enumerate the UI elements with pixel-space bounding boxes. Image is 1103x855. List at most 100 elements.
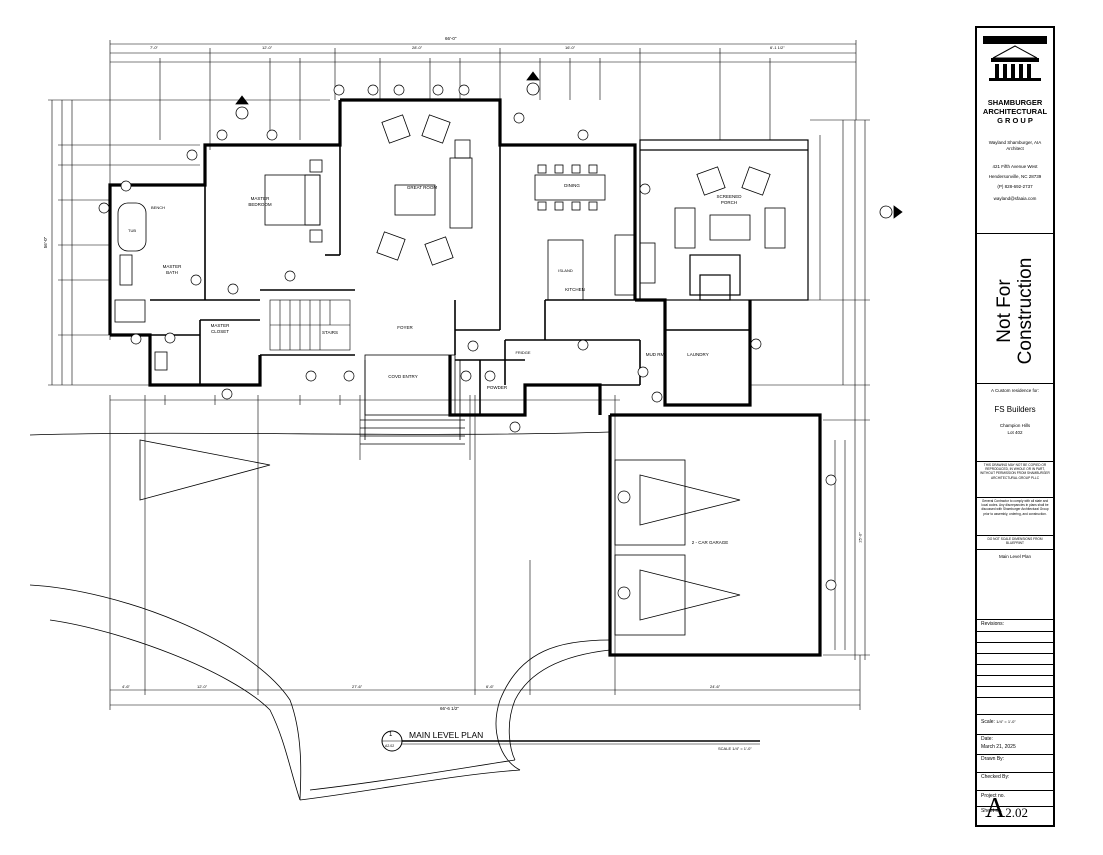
- dim-bottom-seg-3: 27'-6": [352, 684, 363, 689]
- scale-value: 1/4" = 1'-0": [996, 719, 1016, 724]
- sheet-number-letter: A: [985, 793, 1006, 824]
- dim-top-seg-3: 28'-0": [412, 45, 423, 50]
- room-label-master-bath: MASTER BATH: [162, 264, 182, 275]
- room-label-dining: DINING: [564, 183, 580, 188]
- firm-name: SHAMBURGER ARCHITECTURAL G R O U P: [977, 98, 1053, 125]
- firm-logo: [983, 36, 1047, 81]
- revisions-label: Revisions:: [981, 621, 1005, 627]
- dim-overall-top: 66'-0": [445, 36, 457, 41]
- title-block: SHAMBURGER ARCHITECTURAL G R O U P Wayla…: [975, 26, 1055, 827]
- room-label-fridge: FRIDGE: [515, 350, 531, 355]
- room-label-laundry: LAUNDRY: [687, 352, 709, 357]
- room-label-island: ISLAND: [558, 268, 573, 273]
- dim-bottom-seg-1: 4'-6": [122, 684, 130, 689]
- dim-top-seg-1: 7'-0": [150, 45, 158, 50]
- firm-line-2: ARCHITECTURAL: [982, 107, 1048, 116]
- bottom-dimension-lines: [109, 395, 861, 710]
- great-room-furniture: [376, 114, 473, 266]
- driveway: [29, 431, 611, 801]
- firm-line-3: G R O U P: [997, 116, 1033, 125]
- room-label-kitchen: KITCHEN: [565, 287, 585, 292]
- room-label-screened-porch: SCREENED PORCH: [716, 194, 742, 205]
- drawing-scale-note: SCALE 1/4" = 1'-0": [718, 746, 752, 751]
- dim-top-seg-5: 6'-1 1/2": [770, 45, 785, 50]
- scale-warning-cell: DO NOT SCALE DIMENSIONS FROM BLUEPRINT: [977, 535, 1053, 550]
- dim-top-seg-4: 16'-0": [565, 45, 576, 50]
- dim-top-seg-2: 12'-0": [262, 45, 273, 50]
- title-block-header: [977, 28, 1053, 234]
- room-label-covd-entry: COVD ENTRY: [388, 374, 418, 379]
- drawing-callout-number: 1: [389, 732, 393, 738]
- bedroom-furniture: [264, 159, 323, 243]
- architect-title: Architect: [1006, 146, 1024, 151]
- dim-bottom-seg-2: 12'-0": [197, 684, 208, 689]
- room-label-tub: TUB: [128, 228, 136, 233]
- tag-circles: [98, 84, 837, 600]
- checked-by-cell: Checked By:: [977, 772, 1053, 791]
- dim-overall-bottom: 66'-6 1/2": [440, 706, 459, 711]
- project-no-label: Project no.: [981, 793, 1005, 799]
- architect-name: Wayland Shamburger, AIA: [988, 140, 1042, 145]
- entry-steps: [360, 354, 465, 445]
- dim-bottom-seg-4: 6'-6": [486, 684, 494, 689]
- left-dimension-lines: [48, 99, 330, 386]
- drawing-title-callout: [381, 730, 760, 752]
- sheet-no-cell: Sheet no.: [977, 806, 1053, 825]
- floor-plan-drawing: [29, 40, 903, 801]
- copyright-note: THIS DRAWING MAY NOT BE COPIED OR REPROD…: [980, 463, 1050, 480]
- scale-row: Scale: 1/4" = 1'-0": [981, 719, 1016, 725]
- porch-furniture: [674, 166, 786, 249]
- drawn-by-label: Drawn By:: [981, 756, 1005, 762]
- firm-address-1: 421 Fifth Avenue West: [992, 164, 1038, 169]
- dim-garage-right: 25'-0": [857, 532, 863, 543]
- firm-email: wayland@sfaaia.com: [993, 196, 1037, 201]
- status-text: Not For Construction: [994, 236, 1036, 386]
- dining-kitchen-fixtures: [534, 164, 656, 301]
- section-markers: [235, 71, 903, 219]
- garage-cars: [139, 439, 741, 636]
- client-cell: A Custom residence for: FS Builders Cham…: [977, 383, 1053, 462]
- dim-bottom-seg-5: 24'-6": [710, 684, 721, 689]
- sheet-no-label: Sheet no.: [981, 808, 1003, 814]
- project-no-cell: Project no.: [977, 790, 1053, 807]
- sheet-number: A2.02: [985, 793, 1028, 825]
- contractor-cell: General Contractor to comply with all st…: [977, 497, 1053, 536]
- drawing-title: MAIN LEVEL PLAN: [409, 730, 484, 740]
- status-line-1: Not For: [994, 279, 1015, 343]
- bath-fixtures: [114, 202, 168, 371]
- residence-for: A Custom residence for:: [990, 388, 1040, 393]
- date-value: March 21, 2025: [981, 744, 1016, 750]
- sheet-number-digits: 2.02: [1005, 805, 1028, 820]
- stairs-treads: [269, 299, 351, 351]
- client-name: FS Builders: [994, 405, 1036, 414]
- scale-cell: Scale: 1/4" = 1'-0": [977, 714, 1053, 735]
- copyright-cell: THIS DRAWING MAY NOT BE COPIED OR REPROD…: [977, 461, 1053, 498]
- architect-info: Wayland Shamburger, AIA Architect 421 Fi…: [977, 140, 1053, 202]
- scale-warning: DO NOT SCALE DIMENSIONS FROM BLUEPRINT: [987, 537, 1043, 546]
- location-2: Lot 402: [1007, 430, 1023, 435]
- firm-address-2: Hendersonville, NC 28739: [988, 174, 1042, 179]
- drawn-by-cell: Drawn By:: [977, 754, 1053, 773]
- checked-by-label: Checked By:: [981, 774, 1010, 780]
- scale-label: Scale:: [981, 719, 995, 725]
- room-label-garage: 2 - CAR GARAGE: [691, 540, 729, 545]
- room-label-master-closet: MASTER CLOSET: [210, 323, 230, 334]
- right-dimension-lines: [750, 119, 870, 660]
- room-label-stairs: STAIRS: [322, 330, 338, 335]
- revisions-cell: Revisions:: [977, 619, 1053, 715]
- sheet-title-cell: Main Level Plan: [977, 549, 1053, 620]
- date-label: Date:: [981, 736, 993, 742]
- room-label-master-bedroom: MASTER BEDROOM: [248, 196, 272, 207]
- contractor-note: General Contractor to comply with all st…: [981, 499, 1049, 516]
- room-label-great-room: GREAT ROOM: [406, 185, 438, 190]
- date-cell: Date: March 21, 2025: [977, 734, 1053, 755]
- room-label-mud-rm: MUD RM: [645, 352, 665, 357]
- status-cell: Not For Construction: [977, 233, 1053, 384]
- top-dimension-lines: [109, 40, 857, 340]
- sheet-title: Main Level Plan: [998, 554, 1032, 559]
- screened-porch-outline: [639, 139, 809, 301]
- drawing-callout-sheet: A2.02: [385, 744, 395, 748]
- room-label-powder: POWDER: [486, 385, 508, 390]
- status-line-2: Construction: [1015, 257, 1036, 365]
- interior-walls: [150, 145, 750, 415]
